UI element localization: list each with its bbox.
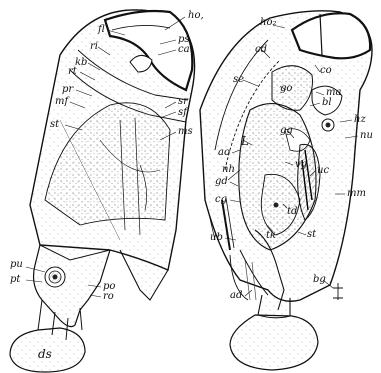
label-ao: ao — [218, 148, 230, 158]
label-L: L — [241, 135, 249, 147]
label-se: se — [233, 75, 244, 85]
label-pu: pu — [10, 260, 23, 270]
label-fl: fl — [98, 25, 105, 35]
label-rt: rt — [68, 67, 77, 77]
label-ro: ro — [103, 292, 114, 302]
label-pr: pr — [62, 85, 73, 95]
label-pt: pt — [10, 275, 20, 285]
label-ad: ad — [230, 291, 242, 301]
label-gg: gg — [280, 126, 293, 136]
label-st-right: st — [307, 230, 316, 240]
label-co: co — [320, 66, 332, 76]
label-ms: ms — [178, 127, 193, 137]
label-sf: sf — [178, 108, 187, 118]
label-gd: gd — [215, 177, 228, 187]
label-hz: hz — [354, 115, 366, 125]
label-bl: bl — [322, 98, 332, 108]
label-nh: nh — [222, 165, 235, 175]
label-nu: nu — [360, 131, 373, 141]
label-mf: mf — [55, 97, 68, 107]
label-cg: cg — [215, 195, 227, 205]
label-ca: ca — [178, 45, 190, 55]
label-ho1: ho, — [188, 11, 204, 21]
label-ri: ri — [90, 42, 98, 52]
label-tk: tk — [266, 231, 276, 241]
label-cd: cd — [255, 45, 267, 55]
label-uc: uc — [317, 166, 329, 176]
label-ho2: ho₂ — [260, 18, 276, 28]
label-ds: ds — [38, 348, 52, 360]
adhesive-sac — [230, 315, 318, 370]
label-sr: sr — [178, 97, 188, 107]
label-ub: ub — [210, 233, 223, 243]
label-st-left: st — [50, 120, 59, 130]
foot — [34, 245, 110, 327]
label-bg: bg — [313, 275, 326, 285]
label-mm: mm — [347, 189, 366, 199]
left-specimen — [10, 10, 195, 372]
label-go: go — [280, 84, 292, 94]
label-vg: vg — [295, 160, 307, 170]
label-td: td — [287, 207, 297, 217]
